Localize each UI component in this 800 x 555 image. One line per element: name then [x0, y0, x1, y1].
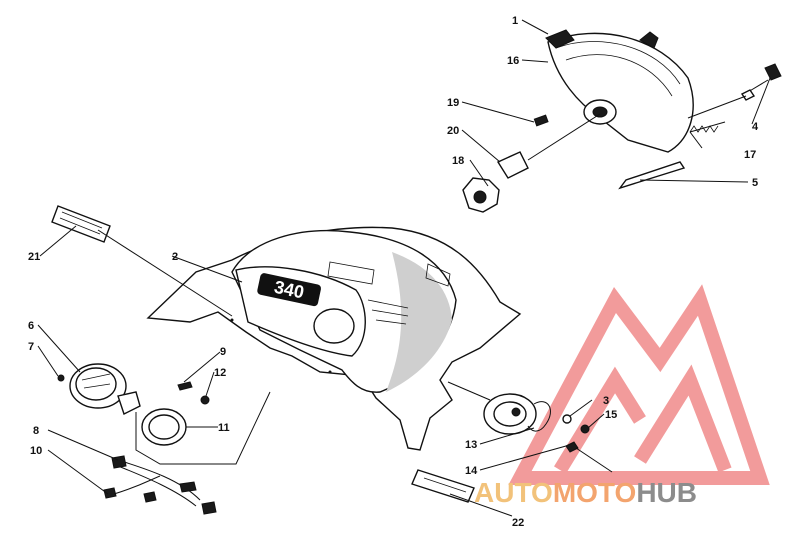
callout-20: 20	[447, 125, 459, 137]
callout-9: 9	[220, 346, 226, 358]
signal-lamp	[483, 393, 590, 435]
callout-15: 15	[605, 409, 617, 421]
watermark-logo	[508, 284, 770, 485]
callout-5: 5	[752, 177, 758, 189]
watermark-auto: AUTO	[474, 477, 553, 508]
callout-2: 2	[172, 251, 178, 263]
callout-14: 14	[465, 465, 478, 477]
callout-12: 12	[214, 367, 226, 379]
callout-4: 4	[752, 121, 759, 133]
callout-10: 10	[30, 445, 42, 457]
cable	[565, 441, 613, 473]
wiring-harness	[103, 455, 217, 515]
callout-8: 8	[33, 425, 39, 437]
callout-3: 3	[603, 395, 609, 407]
callout-7: 7	[28, 341, 34, 353]
svg-text:AUTOMOTOHUB: AUTOMOTOHUB	[474, 477, 697, 508]
callout-16: 16	[507, 55, 519, 67]
watermark-moto: MOTO	[553, 477, 636, 508]
callout-17: 17	[744, 149, 756, 161]
callout-1: 1	[512, 15, 518, 27]
gauge-hardware	[177, 381, 210, 405]
leader-lines	[37, 19, 771, 517]
callout-6: 6	[28, 320, 34, 332]
callout-13: 13	[465, 439, 477, 451]
callouts: 1 16 19 20 18 4 17 5 21 2 6 7 9 12 11 8 …	[28, 15, 759, 529]
watermark-text: AUTOMOTOHUB	[474, 477, 697, 508]
callout-18: 18	[452, 155, 464, 167]
callout-11: 11	[218, 422, 230, 434]
gauge-ring	[141, 408, 187, 446]
watermark-hub: HUB	[636, 477, 697, 508]
callout-21: 21	[28, 251, 40, 263]
decal-22	[411, 469, 475, 503]
speedometer-gauge	[57, 363, 141, 415]
headlight-assembly	[462, 29, 782, 213]
callout-19: 19	[447, 97, 459, 109]
decal-21	[51, 205, 111, 243]
instrument-hood: 340	[146, 226, 522, 451]
callout-22: 22	[512, 517, 524, 529]
